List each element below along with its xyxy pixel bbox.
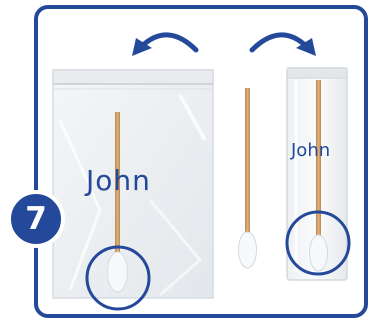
step-number-badge: 7: [7, 190, 65, 248]
tube-name-label: John: [291, 140, 330, 161]
left-curved-arrow-icon: [132, 35, 196, 56]
bag-name-label: John: [86, 164, 151, 197]
tube-sleeve-icon: [287, 68, 349, 280]
right-curved-arrow-icon: [252, 35, 316, 56]
swab-icon: [239, 88, 257, 268]
